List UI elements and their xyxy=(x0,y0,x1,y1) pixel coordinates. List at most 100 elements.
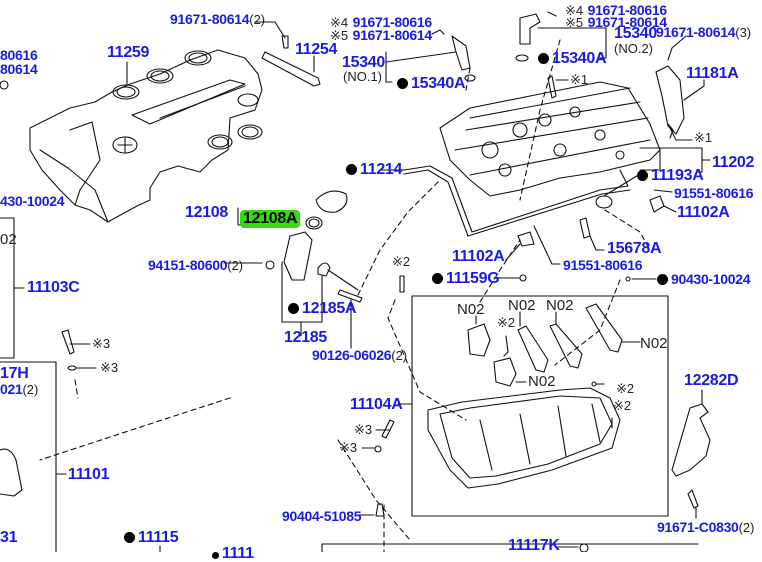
callout-11104a[interactable]: 11104A xyxy=(350,396,403,413)
part-number[interactable]: 021 xyxy=(0,381,23,397)
callout-15340-no1-sub: (NO.1) xyxy=(343,69,382,84)
callout-91671-c0830[interactable]: 91671-C0830(2) xyxy=(657,520,754,536)
callout-11181a[interactable]: 11181A xyxy=(686,65,739,82)
new-part-marker-icon xyxy=(346,164,357,175)
note-2-bearing: ※2 xyxy=(497,315,516,330)
callout-91671-80614-note5[interactable]: ※5 91671-80614 xyxy=(330,28,432,44)
part-number[interactable]: 91671-C0830 xyxy=(657,519,739,535)
part-number[interactable]: 91671-80614 xyxy=(587,14,668,30)
label-n02: N02 xyxy=(508,297,536,314)
callout-12108a-highlighted[interactable]: 12108A xyxy=(240,210,301,228)
part-number[interactable]: 94151-80600 xyxy=(148,257,228,273)
callout-15340-no2-sub: (NO.2) xyxy=(614,41,653,56)
part-number[interactable]: 15340A xyxy=(552,50,607,67)
part-number[interactable]: 11115 xyxy=(138,529,179,546)
new-part-marker-icon xyxy=(432,273,443,284)
callout-15340-no1[interactable]: 15340 xyxy=(342,54,385,71)
label-n02: N02 xyxy=(546,297,574,314)
callout-90126-06026[interactable]: 90126-06026(2) xyxy=(312,348,407,364)
callout-91671-80614-qty3[interactable]: 91671-80614(3) xyxy=(656,25,751,41)
new-part-marker-icon xyxy=(397,78,408,89)
callout-11103c[interactable]: 11103C xyxy=(27,279,80,296)
callout-15340a-no2[interactable]: 15340A xyxy=(538,50,607,67)
callout-11131-cropped[interactable]: 31 xyxy=(0,529,18,546)
part-number[interactable]: 90126-06026 xyxy=(312,347,392,363)
quantity: (2) xyxy=(738,520,755,535)
callout-021-cropped[interactable]: 021(2) xyxy=(0,382,38,398)
note-1-bracket: ※1 xyxy=(694,130,713,145)
callout-90430-10024[interactable]: 90430-10024 xyxy=(657,271,751,288)
callout-15678a[interactable]: 15678A xyxy=(607,240,662,257)
callout-11254[interactable]: 11254 xyxy=(295,41,338,58)
note-2-frame-b: ※2 xyxy=(613,398,632,413)
callout-91671-80614-qty2[interactable]: 91671-80614(2) xyxy=(170,12,265,28)
callout-91671-80614-note5-b[interactable]: ※5 91671-80614 xyxy=(565,15,667,31)
callout-94151-80600[interactable]: 94151-80600(2) xyxy=(148,258,243,274)
callout-15340-no2[interactable]: 15340 xyxy=(614,25,657,42)
part-number[interactable]: 11193A xyxy=(651,167,704,184)
part-number[interactable]: 91671-80616 xyxy=(352,14,433,30)
callout-11202[interactable]: 11202 xyxy=(712,154,755,171)
callout-11117h-cropped[interactable]: 17H xyxy=(0,365,29,382)
callout-11214[interactable]: 11214 xyxy=(346,162,402,178)
part-number[interactable]: 90430-10024 xyxy=(671,271,751,287)
callout-90430-10024-cropped[interactable]: 430-10024 xyxy=(0,193,65,209)
note-2-bolt-top: ※2 xyxy=(392,254,411,269)
callout-12185a[interactable]: 12185A xyxy=(288,300,357,317)
callout-12185[interactable]: 12185 xyxy=(284,329,327,346)
bearing-caps-box xyxy=(411,295,669,517)
part-number[interactable]: 91671-80614 xyxy=(170,11,250,27)
note-marker: ※4 xyxy=(330,15,349,30)
callout-90404-51085[interactable]: 90404-51085 xyxy=(282,508,362,524)
bearing-caps-illustration xyxy=(467,303,623,387)
callout-11102a-right[interactable]: 11102A xyxy=(677,204,730,221)
part-number[interactable]: 91671-80616 xyxy=(587,2,668,18)
valve-cover-illustration xyxy=(439,81,661,197)
callout-11193a[interactable]: 11193A xyxy=(637,167,704,184)
new-part-marker-icon xyxy=(538,53,549,64)
part-number[interactable]: 91671-80614 xyxy=(656,24,736,40)
new-part-marker-icon xyxy=(212,552,219,559)
label-n02: N02 xyxy=(457,301,485,318)
note-marker: ※5 xyxy=(330,28,349,43)
note-3-bolt-mid: ※3 xyxy=(354,422,373,437)
callout-11259[interactable]: 11259 xyxy=(107,44,150,61)
note-3-bolt-left: ※3 xyxy=(92,336,111,351)
part-number[interactable]: 15340A xyxy=(411,75,466,92)
callout-91671-80614-cropped[interactable]: 80614 xyxy=(0,61,38,77)
note-marker: ※5 xyxy=(565,15,584,30)
callout-12282d[interactable]: 12282D xyxy=(684,372,739,389)
part-number[interactable]: 12185A xyxy=(302,300,357,317)
callout-91551-80616-right[interactable]: 91551-80616 xyxy=(674,185,754,201)
callout-91671-80616-note4[interactable]: ※4 91671-80616 xyxy=(330,15,432,31)
callout-11159g[interactable]: 11159G xyxy=(432,270,500,287)
new-part-marker-icon xyxy=(657,274,668,285)
quantity: (2) xyxy=(249,12,266,27)
callout-91671-80616-note4-b[interactable]: ※4 91671-80616 xyxy=(565,3,667,19)
label-02-fragment: 02 xyxy=(0,231,17,248)
callout-11113-cropped[interactable]: 1111 xyxy=(212,546,254,562)
part-number[interactable]: 11159G xyxy=(446,270,500,287)
quantity: (3) xyxy=(735,25,752,40)
callout-12108[interactable]: 12108 xyxy=(185,204,228,221)
callout-11117k[interactable]: 11117K xyxy=(508,537,560,554)
part-number[interactable]: 91671-80614 xyxy=(352,27,433,43)
callout-11115[interactable]: 11115 xyxy=(124,529,179,546)
note-2-frame-a: ※2 xyxy=(616,381,635,396)
note-3-washer-mid: ※3 xyxy=(339,440,358,455)
callout-15340a-no1[interactable]: 15340A xyxy=(397,75,466,92)
crankcase-frame-illustration xyxy=(427,387,621,489)
note-3-washer-left: ※3 xyxy=(100,360,119,375)
callout-91671-80616-cropped[interactable]: 80616 xyxy=(0,47,38,63)
callout-91551-80616-left[interactable]: 91551-80616 xyxy=(563,257,643,273)
label-n02: N02 xyxy=(640,335,668,352)
new-part-marker-icon xyxy=(124,532,135,543)
part-number[interactable]: 11214 xyxy=(360,161,403,178)
callout-11101[interactable]: 11101 xyxy=(68,466,110,483)
quantity: (2) xyxy=(22,382,39,397)
part-number[interactable]: 1111 xyxy=(222,545,254,562)
box-11101 xyxy=(0,361,57,552)
label-n02: N02 xyxy=(528,373,556,390)
callout-11102a-left[interactable]: 11102A xyxy=(452,248,505,265)
